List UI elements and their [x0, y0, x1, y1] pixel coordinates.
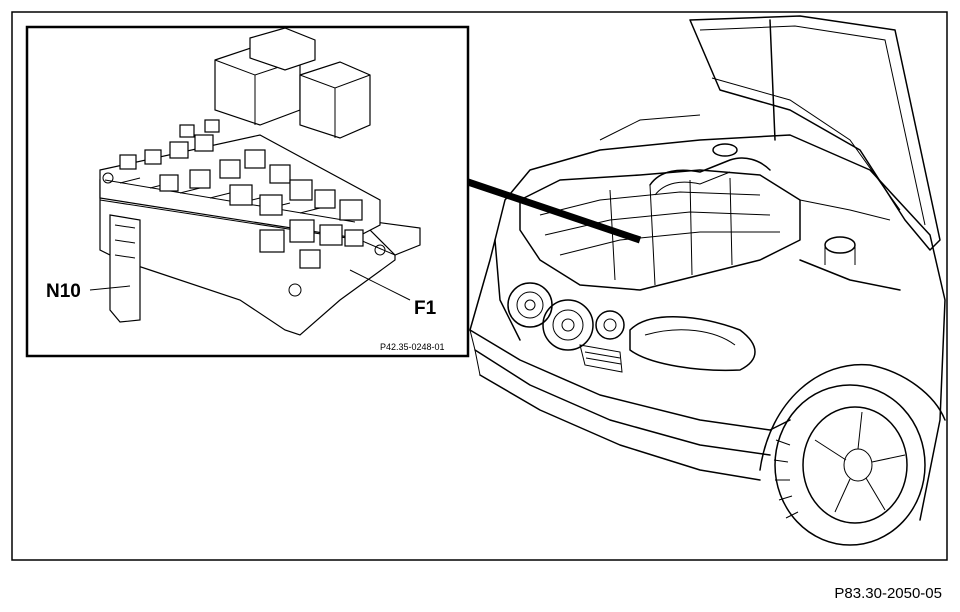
callout-label-f1: F1 [414, 298, 437, 319]
vehicle-illustration [469, 15, 946, 546]
fuse-block-grid [119, 119, 364, 269]
location-pointer [466, 178, 642, 244]
leader-line-n10 [89, 285, 131, 291]
callout-label-n10: N10 [46, 281, 81, 302]
leader-line-f1 [349, 269, 411, 301]
figure-reference-code: P83.30-2050-05 [834, 585, 942, 602]
outer-frame [11, 11, 948, 561]
inset-reference-code: P42.35-0248-01 [380, 342, 445, 352]
fuse-box-illustration [99, 27, 421, 336]
